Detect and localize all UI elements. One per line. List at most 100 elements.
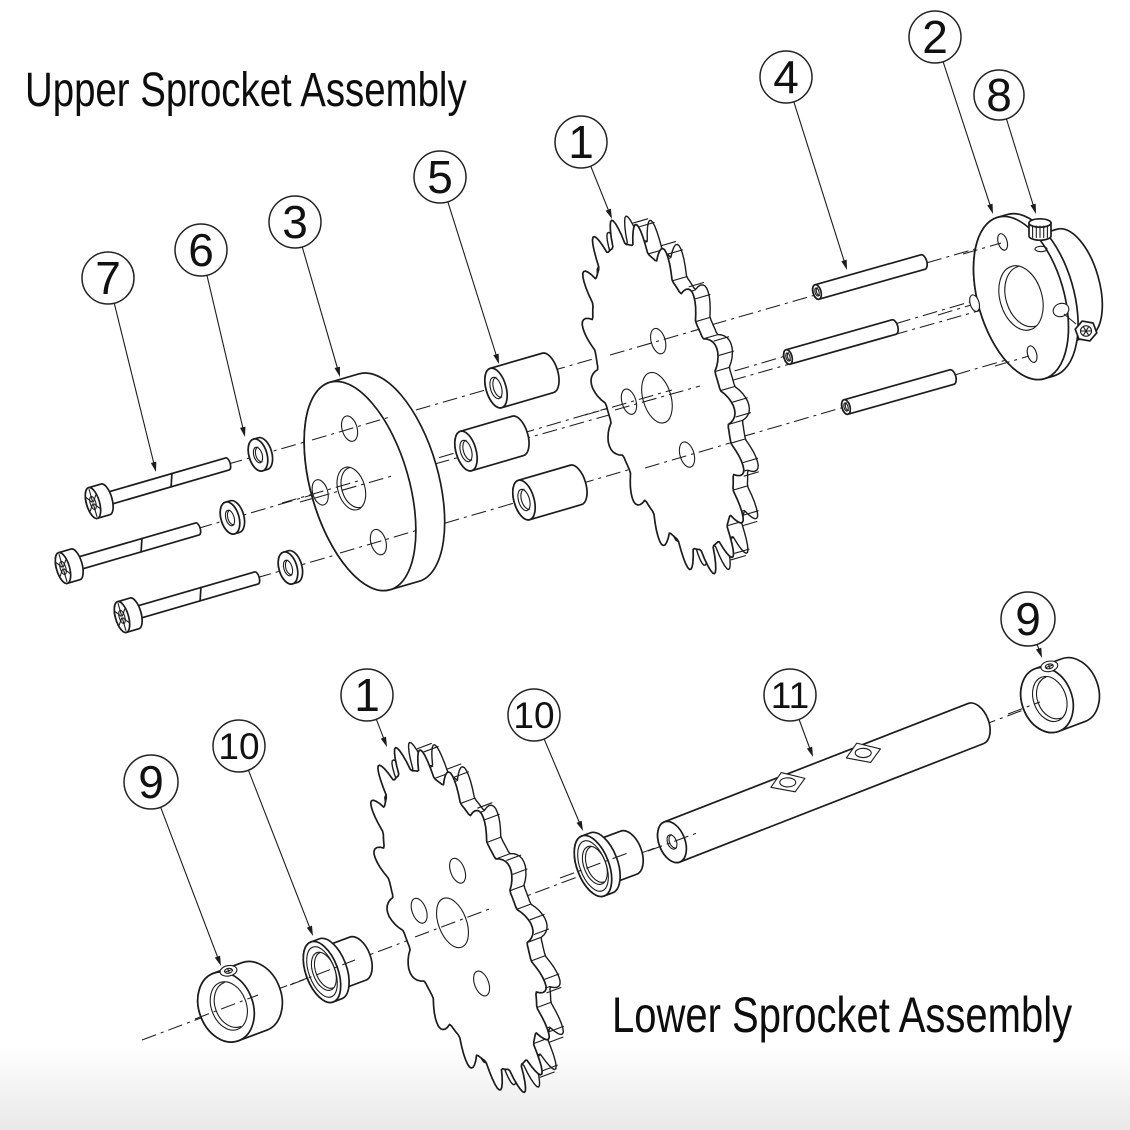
centerline-segment	[281, 480, 359, 504]
leader-arrowhead	[380, 736, 387, 747]
balloon-circle	[554, 115, 608, 169]
part-standoff-rod	[811, 253, 929, 301]
part-shaft-collar	[1019, 656, 1101, 734]
callout-balloon-9: 9	[123, 754, 221, 966]
balloon-circle	[81, 251, 135, 305]
callout-balloon-1: 1	[554, 115, 612, 219]
lower-assembly-title: Lower Sprocket Assembly	[612, 987, 1072, 1043]
leader-arrowhead	[214, 955, 221, 966]
centerline-segment	[644, 442, 731, 469]
leader-line	[798, 719, 811, 750]
centerline-segment	[962, 242, 1002, 255]
callout-number: 10	[513, 695, 554, 736]
centerline-segment	[937, 304, 972, 316]
callout-number: 1	[568, 116, 594, 168]
centerline-segment	[289, 959, 356, 986]
centerline-segment	[414, 907, 493, 938]
part-hex-bolt	[84, 457, 232, 520]
centerline-segment	[559, 852, 629, 879]
part-set-screw-side	[1074, 320, 1098, 342]
part-spacer	[453, 415, 530, 472]
callout-balloon-10: 10	[212, 719, 313, 936]
part-shaft	[656, 702, 991, 864]
callout-balloon-7: 7	[81, 251, 157, 472]
leader-arrowhead	[841, 259, 847, 270]
centerline-segment	[1007, 701, 1041, 715]
callout-balloon-8: 8	[973, 69, 1036, 214]
drawing-layer: 1 2 3 4 5 6 7 8 9 10 1 10 11 9	[54, 10, 1104, 1094]
callout-balloon-5: 5	[413, 150, 499, 364]
balloon-circle	[268, 195, 322, 249]
balloon-circle	[212, 719, 266, 773]
leader-arrowhead	[806, 746, 813, 757]
balloon-circle	[507, 688, 561, 742]
hub-setscrew-hole	[1052, 302, 1070, 318]
leader-line	[447, 201, 498, 357]
leader-line	[793, 101, 846, 263]
leader-line	[160, 807, 219, 959]
page-bottom-shadow	[0, 1046, 1130, 1130]
leader-line	[301, 246, 339, 370]
leader-line	[942, 61, 992, 207]
centerline-segment	[994, 355, 1030, 367]
centerline-segment	[647, 832, 698, 852]
callout-number: 11	[771, 675, 809, 716]
centerline-segment	[194, 994, 259, 1020]
part-set-screw-top	[1028, 217, 1052, 253]
leader-arrowhead	[605, 208, 612, 219]
callout-balloon-1: 1	[340, 668, 394, 747]
part-hex-bolt	[54, 522, 202, 585]
leader-line	[1005, 118, 1035, 207]
part-shaft-collar	[196, 960, 284, 1043]
leader-line	[590, 165, 610, 212]
upper-assembly-title: Upper Sprocket Assembly	[25, 64, 467, 117]
leader-line	[113, 303, 155, 465]
callout-balloon-6: 6	[174, 223, 246, 437]
part-standoff-rod	[840, 368, 958, 416]
leader-arrowhead	[1030, 203, 1036, 214]
part-washer	[277, 549, 304, 585]
leader-arrowhead	[987, 203, 993, 214]
callout-balloon-11: 11	[763, 668, 817, 757]
callout-number: 7	[95, 252, 121, 304]
balloon-circle	[763, 668, 817, 722]
callout-balloon-10: 10	[507, 688, 583, 831]
callout-number: 1	[354, 669, 380, 721]
balloon-circle	[174, 223, 228, 277]
leader-arrowhead	[1035, 647, 1042, 658]
part-bearing-flange	[969, 212, 1104, 381]
centerline-segment	[614, 385, 701, 411]
leader-line	[247, 770, 311, 929]
part-flanged-bushing	[573, 829, 645, 898]
part-spacer	[483, 352, 560, 409]
balloon-circle	[340, 668, 394, 722]
callout-balloon-4: 4	[759, 50, 847, 270]
centerline-segment	[609, 328, 701, 356]
part-washer	[247, 436, 274, 472]
balloon-circle	[413, 150, 467, 204]
part-hex-bolt	[113, 571, 261, 634]
balloon-circle	[123, 754, 179, 810]
callout-balloon-2: 2	[908, 10, 993, 214]
callout-balloon-3: 3	[268, 195, 340, 377]
callout-number: 2	[922, 11, 948, 63]
balloon-circle	[973, 69, 1025, 121]
callout-number: 5	[427, 151, 453, 203]
leader-arrowhead	[150, 461, 157, 472]
balloon-circle	[1000, 591, 1056, 647]
part-standoff-rod	[782, 318, 900, 366]
leader-line	[206, 275, 244, 430]
leader-arrowhead	[493, 353, 499, 364]
balloon-circle	[908, 10, 962, 64]
leader-line	[375, 719, 385, 740]
leader-arrowhead	[334, 366, 340, 377]
part-hub-disc	[303, 372, 446, 592]
leader-arrowhead	[576, 820, 583, 831]
callout-number: 6	[188, 224, 214, 276]
callout-number: 9	[138, 756, 164, 808]
callout-balloon-9: 9	[1000, 591, 1056, 658]
part-washer	[219, 499, 246, 535]
callout-number: 8	[986, 69, 1012, 121]
setscrew-pointer-line	[1063, 313, 1077, 325]
centerline-segment	[339, 529, 419, 554]
